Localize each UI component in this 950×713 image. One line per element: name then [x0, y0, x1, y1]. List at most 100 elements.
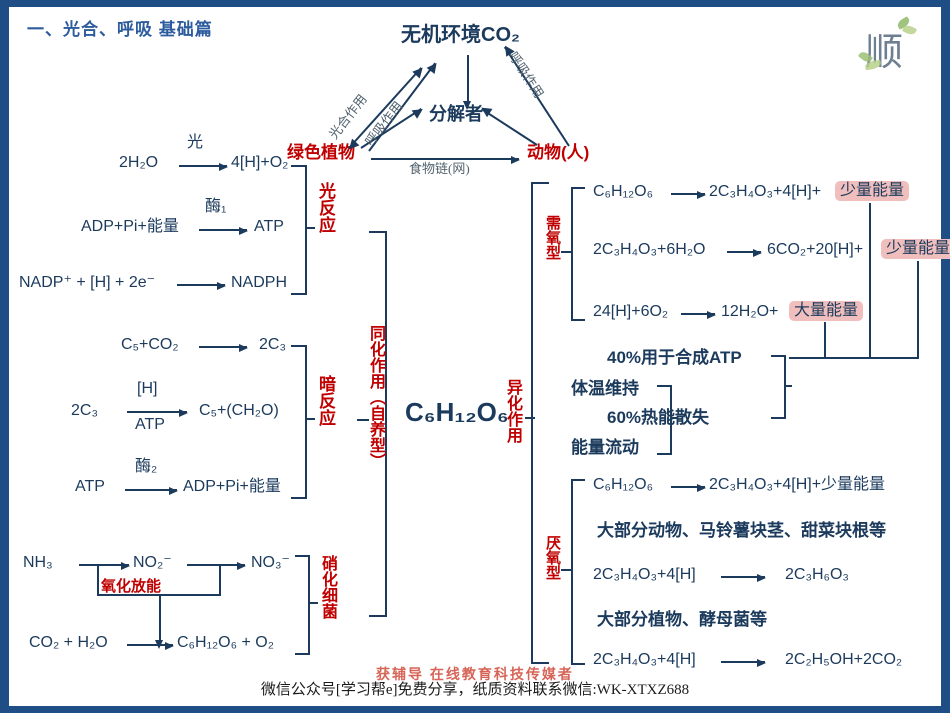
page-title: 一、光合、呼吸 基础篇: [27, 20, 213, 39]
light-reaction-bracket: [291, 165, 307, 295]
central-glucose: C₆H₁₂O₆: [405, 397, 509, 427]
nitrification-bracket-tick: [308, 602, 318, 605]
light-r1-arrow: [179, 162, 228, 171]
dissimilation-bracket: [531, 182, 549, 664]
dark-r1-left: C₅+CO₂: [121, 336, 179, 353]
nitr-arrow-2: [187, 561, 246, 570]
light-r2-arrow: [199, 226, 248, 235]
nitrification-label: 硝化细菌: [319, 555, 336, 619]
light-reaction-bracket-tick: [305, 227, 315, 230]
oxidation-energy-label: 氧化放能: [101, 578, 162, 595]
aerobic-r1-right: 2C₃H₄O₃+4[H]+: [709, 183, 822, 200]
energy-connector-3: [917, 261, 920, 359]
dark-r3-arrow: [125, 486, 178, 495]
nitr-no3: NO₃⁻: [251, 554, 290, 571]
anaerobic-r3-right: 2C₂H₅OH+2CO₂: [785, 651, 903, 668]
nitr-no2: NO₂⁻: [133, 554, 172, 571]
anaerobic-r2-right: 2C₃H₆O₃: [785, 566, 849, 583]
anaerobic-r2-arrow: [721, 573, 766, 582]
aerobic-bracket: [571, 187, 585, 321]
light-r1-right: 4[H]+O₂: [231, 154, 289, 171]
anaerobic-bracket-tick: [561, 569, 571, 572]
dissimilation-bracket-tick: [525, 417, 535, 420]
dark-r3-condition: 酶₂: [135, 458, 158, 475]
assimilation-label: 同化作用（自养型）: [367, 325, 384, 469]
inorganic-co2-node: 无机环境CO₂: [401, 24, 520, 46]
aerobic-r2-energy: 少量能量: [881, 239, 950, 259]
oxidation-path-v2: [219, 564, 222, 596]
energy-flow-tick: [670, 417, 678, 420]
anaerobic-r2-left: 2C₃H₄O₃+4[H]: [593, 566, 696, 583]
anaerobic-note-1: 大部分动物、马铃薯块茎、甜菜块根等: [597, 521, 886, 540]
dark-reaction-label: 暗反应: [316, 375, 335, 426]
oxidation-to-glucose-arrow: [155, 596, 164, 649]
anaerobic-r1-arrow: [671, 483, 706, 492]
decomposer-to-co2-arrow: [463, 55, 472, 110]
nitr-r2-arrow: [127, 641, 174, 650]
anaerobic-r3-arrow: [721, 658, 766, 667]
dark-r2-left: 2C₃: [71, 402, 98, 419]
assimilation-bracket: [369, 231, 387, 617]
light-reaction-label: 光反应: [316, 182, 335, 233]
aerobic-r1-left: C₆H₁₂O₆: [593, 183, 654, 200]
food-chain-label: 食物链(网): [409, 161, 470, 176]
aerobic-r1-arrow: [671, 190, 706, 199]
dark-r2-right: C₅+(CH₂O): [199, 402, 279, 419]
dark-r2-condition-top: [H]: [137, 380, 158, 397]
aerobic-r3-left: 24[H]+6O₂: [593, 303, 669, 320]
anaerobic-note-2: 大部分植物、酵母菌等: [597, 610, 767, 629]
animal-human-node: 动物(人): [527, 143, 590, 162]
food-chain-arrow: [371, 155, 520, 164]
dark-r2-arrow: [127, 408, 188, 417]
anaerobic-bracket: [571, 479, 585, 665]
atp-synthesis-label: 40%用于合成ATP: [607, 348, 742, 367]
aerobic-r3-energy: 大量能量: [789, 301, 864, 321]
anaerobic-r1-left: C₆H₁₂O₆: [593, 476, 654, 493]
aerobic-r2-left: 2C₃H₄O₃+6H₂O: [593, 241, 706, 258]
energy-junction-line: [799, 357, 919, 360]
dark-reaction-bracket: [291, 345, 307, 499]
anaerobic-r3-left: 2C₃H₄O₃+4[H]: [593, 651, 696, 668]
energy-split-tick: [784, 385, 792, 388]
aerobic-r2-arrow: [727, 248, 762, 257]
animal-to-decomposer-arrow: [481, 108, 538, 146]
dark-r1-arrow: [199, 343, 248, 352]
energy-flow-label: 能量流动: [571, 438, 639, 457]
nitr-r2-left: CO₂ + H₂O: [29, 634, 108, 651]
oxidation-path-v1: [97, 564, 100, 596]
aerobic-r3-right: 12H₂O+: [721, 303, 779, 320]
body-temp-label: 体温维持: [571, 379, 639, 398]
decomposer-node: 分解者: [429, 104, 483, 124]
aerobic-label: 需氧型: [544, 215, 561, 260]
light-r3-right: NADPH: [231, 274, 288, 291]
leaf-icon: [901, 23, 918, 37]
green-plant-node: 绿色植物: [287, 143, 355, 162]
oxidation-path-h: [97, 594, 221, 597]
light-r1-left: 2H₂O: [119, 154, 159, 171]
energy-junction-stub: [789, 357, 801, 360]
light-r2-left: ADP+Pi+能量: [81, 218, 179, 235]
dissimilation-label: 异化作用: [504, 379, 521, 443]
anaerobic-label: 厌氧型: [544, 535, 561, 580]
anaerobic-r1-right: 2C₃H₄O₃+4[H]+少量能量: [709, 476, 886, 493]
footer-text: 微信公众号[学习帮e]免费分享，纸质资料联系微信:WK-XTXZ688: [260, 682, 690, 698]
light-r2-condition: 酶₁: [205, 198, 227, 215]
nitr-nh3: NH₃: [23, 554, 53, 571]
aerobic-r3-arrow: [681, 310, 716, 319]
energy-flow-bracket: [657, 385, 672, 455]
nitr-r2-right: C₆H₁₂O₆ + O₂: [177, 634, 274, 651]
watermark-text: 获辅导 在线教育科技传媒者: [376, 666, 574, 682]
nitrification-bracket: [295, 555, 310, 655]
assimilation-bracket-tick: [357, 419, 369, 422]
heat-loss-label: 60%热能散失: [607, 408, 710, 427]
energy-connector-2: [869, 203, 872, 359]
aerobic-r1-energy: 少量能量: [835, 181, 910, 201]
aerobic-r2-right: 6CO₂+20[H]+: [767, 241, 864, 258]
dark-reaction-bracket-tick: [305, 418, 315, 421]
dark-r3-right: ADP+Pi+能量: [183, 478, 281, 495]
nitr-arrow-1: [79, 561, 130, 570]
dark-r1-right: 2C₃: [259, 336, 286, 353]
light-r3-arrow: [177, 281, 226, 290]
brand-logo: 顺: [857, 13, 919, 75]
